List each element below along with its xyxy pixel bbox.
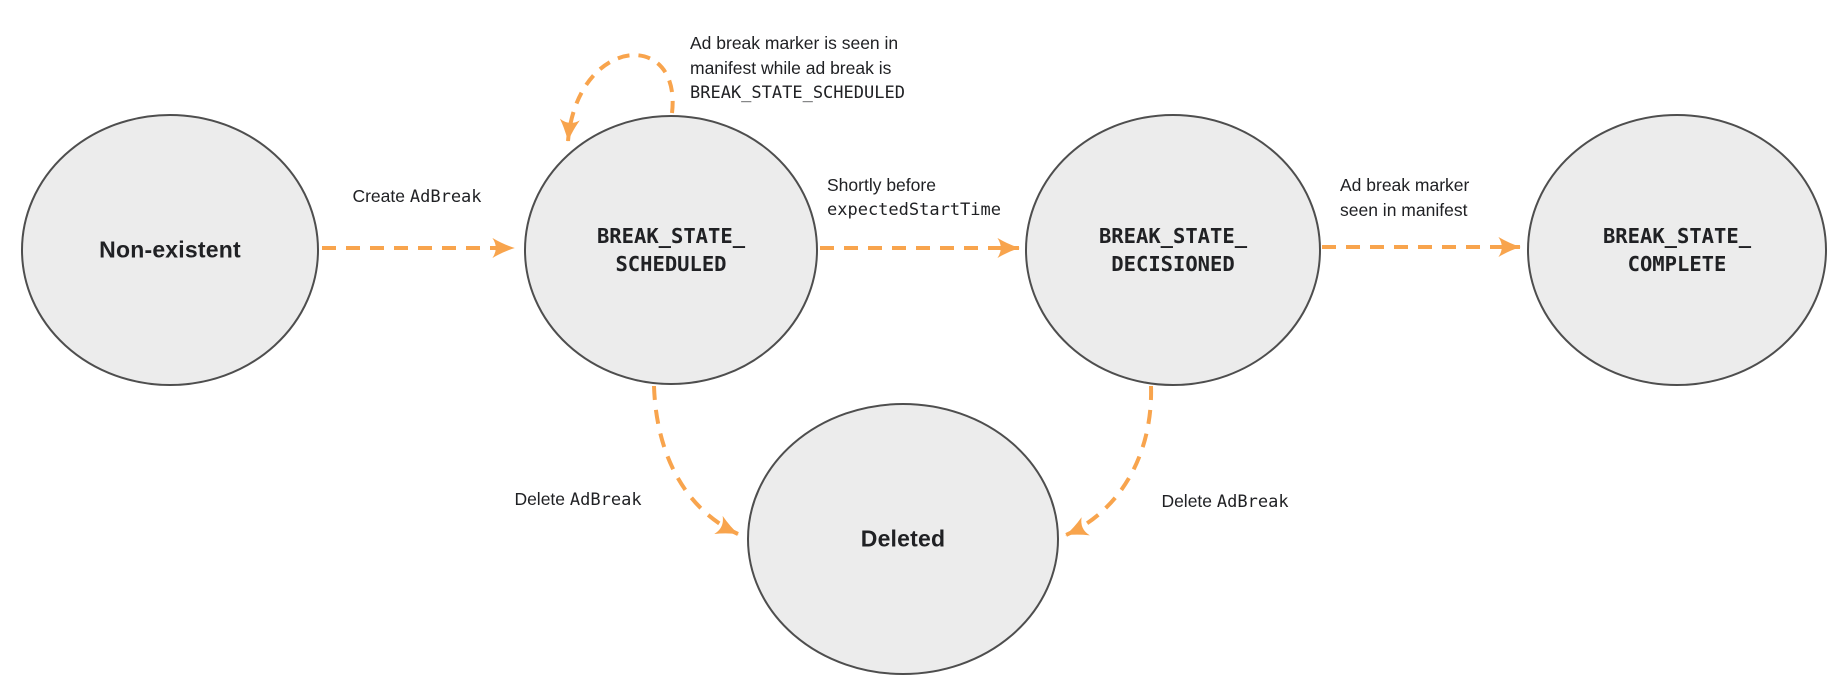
edge-label-self-loop-line2: manifest while ad break is xyxy=(690,58,892,78)
edge-label-marker-seen: Ad break marker seen in manifest xyxy=(1340,173,1469,223)
edge-label-shortly-before: Shortly before expectedStartTime xyxy=(827,173,1001,223)
edge-label-shortly-before-line1: Shortly before xyxy=(827,175,936,195)
edge-label-self-loop-line1: Ad break marker is seen in xyxy=(690,33,899,53)
edge-label-delete-left-plain: Delete xyxy=(514,489,566,509)
edge-label-delete-right-code: AdBreak xyxy=(1216,492,1289,512)
edge-label-create-plain: Create xyxy=(352,186,405,206)
node-label-decisioned-line1: BREAK_STATE_ xyxy=(1098,224,1248,248)
edge-scheduled-to-deleted xyxy=(652,385,739,536)
node-non-existent xyxy=(21,114,319,386)
edge-label-create-adbreak: Create AdBreak xyxy=(352,184,481,210)
node-label-non-existent: Non-existent xyxy=(99,236,241,263)
edge-label-create-code: AdBreak xyxy=(409,187,482,207)
edge-label-delete-adbreak-right: Delete AdBreak xyxy=(1161,489,1288,515)
node-label-scheduled-line2: SCHEDULED xyxy=(615,252,727,276)
node-label-decisioned-line2: DECISIONED xyxy=(1111,252,1235,276)
edge-label-shortly-before-line2: expectedStartTime xyxy=(827,200,1001,220)
edge-label-delete-left-code: AdBreak xyxy=(569,490,642,510)
edge-self-loop-scheduled xyxy=(559,53,675,142)
edge-label-marker-seen-line2: seen in manifest xyxy=(1340,200,1468,220)
node-break-state-scheduled xyxy=(524,115,818,385)
edge-label-marker-seen-line1: Ad break marker xyxy=(1340,175,1470,195)
edge-decisioned-to-deleted xyxy=(1065,385,1154,537)
node-label-break-state-complete: BREAK_STATE_ COMPLETE xyxy=(1603,222,1751,278)
edge-label-delete-adbreak-left: Delete AdBreak xyxy=(514,487,641,513)
edge-label-self-loop: Ad break marker is seen in manifest whil… xyxy=(690,31,905,106)
node-deleted xyxy=(747,403,1059,675)
node-label-break-state-scheduled: BREAK_STATE_ SCHEDULED xyxy=(597,222,745,278)
node-label-complete-line2: COMPLETE xyxy=(1627,252,1727,276)
node-label-deleted: Deleted xyxy=(860,525,946,552)
node-break-state-complete xyxy=(1527,114,1827,386)
edge-label-self-loop-line3: BREAK_STATE_SCHEDULED xyxy=(690,83,905,103)
node-label-break-state-decisioned: BREAK_STATE_ DECISIONED xyxy=(1099,222,1247,278)
node-label-complete-line1: BREAK_STATE_ xyxy=(1602,224,1752,248)
edge-label-delete-right-plain: Delete xyxy=(1161,491,1213,511)
node-break-state-decisioned xyxy=(1025,114,1321,386)
node-label-scheduled-line1: BREAK_STATE_ xyxy=(596,224,746,248)
